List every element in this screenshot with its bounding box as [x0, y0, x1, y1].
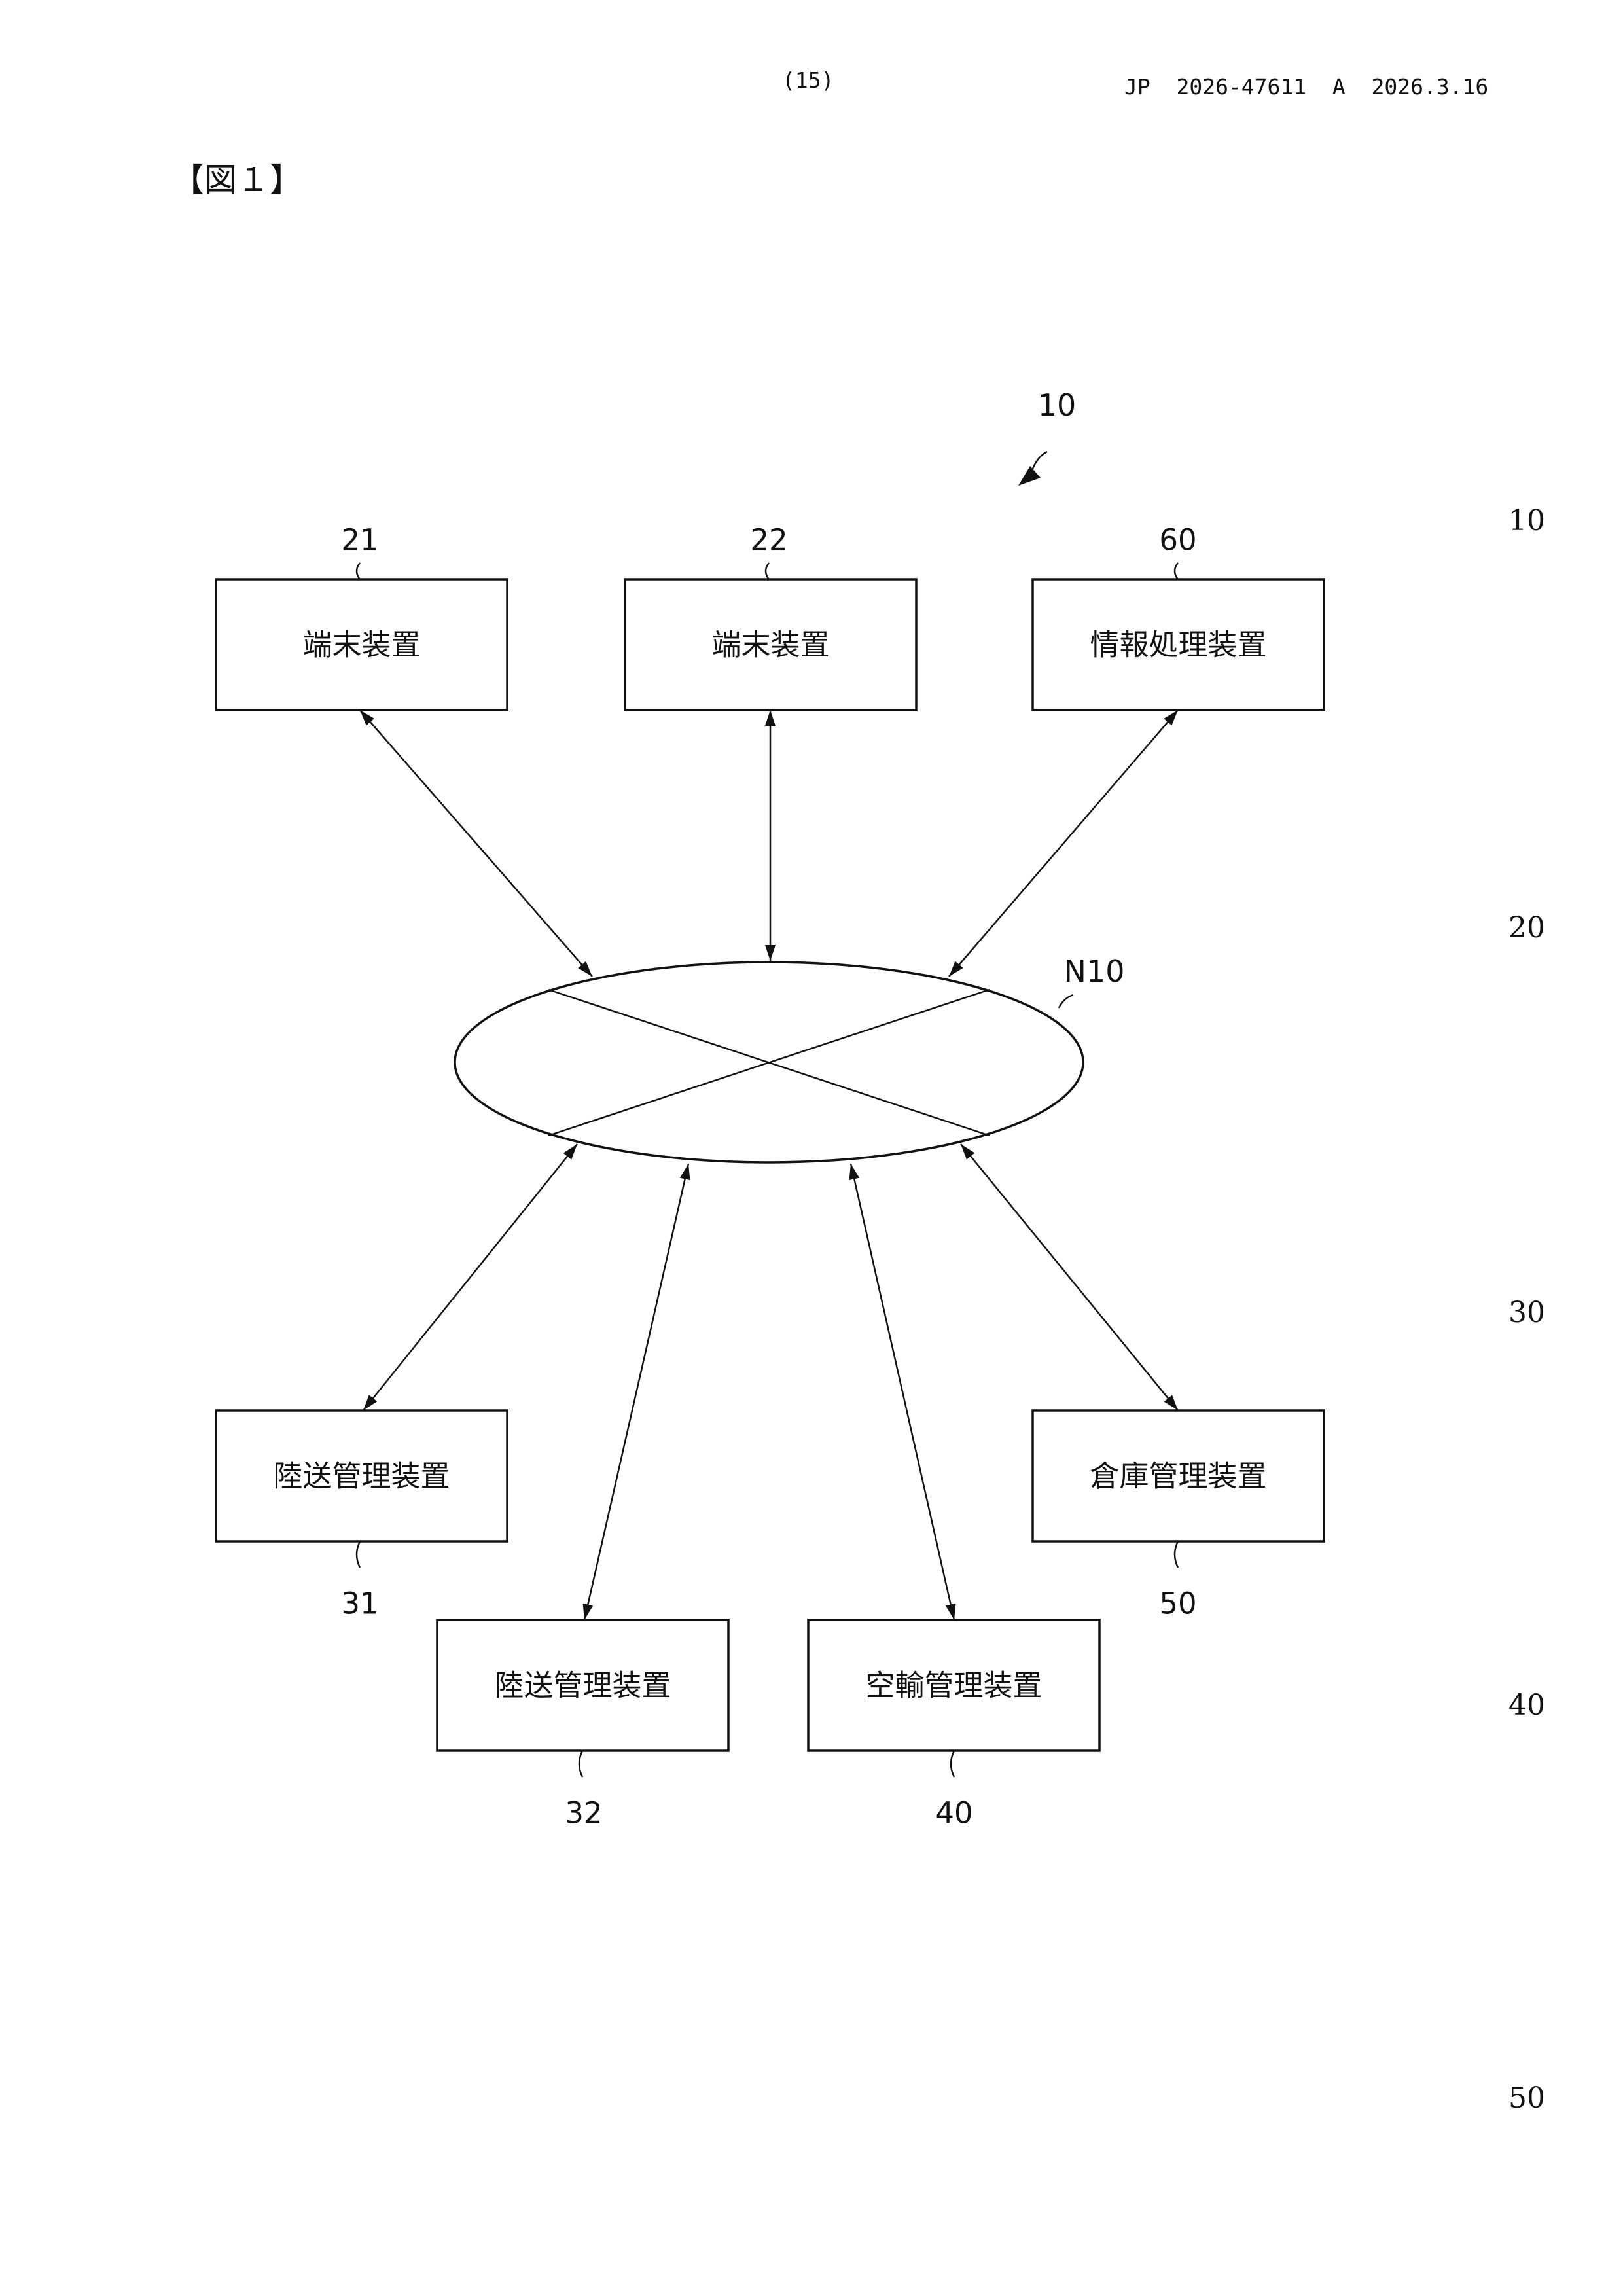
node-ref-label: 50 — [1159, 1587, 1196, 1621]
edge-arrowhead-network — [961, 1144, 974, 1160]
edge-line — [363, 1144, 577, 1410]
system-ref-label: 10 — [1038, 387, 1077, 423]
edge-terminal-21 — [360, 710, 592, 977]
edge-arrowhead-network — [765, 945, 776, 961]
node-warehouse-50: 倉庫管理装置 50 — [1033, 1410, 1324, 1621]
node-ref-leader — [1175, 1541, 1178, 1568]
node-terminal-21: 端末装置 21 — [216, 523, 507, 711]
edge-air-40 — [849, 1164, 956, 1620]
edge-arrowhead-node — [1164, 1395, 1178, 1410]
edge-arrowhead-network — [849, 1164, 860, 1180]
node-ref-label: 60 — [1159, 523, 1196, 558]
network-ref-label: N10 — [1064, 954, 1125, 989]
node-label: 陸送管理装置 — [273, 1459, 450, 1494]
edge-line — [360, 710, 592, 977]
edge-line — [851, 1164, 954, 1620]
edge-arrowhead-node — [363, 1395, 377, 1410]
node-ref-label: 32 — [565, 1796, 602, 1831]
node-land-31: 陸送管理装置 31 — [216, 1410, 507, 1621]
node-ref-leader — [951, 1751, 954, 1777]
system-ref-arrowhead — [1018, 466, 1041, 486]
edge-arrowhead-node — [765, 710, 776, 726]
node-ref-leader — [1175, 563, 1178, 579]
node-ref-leader — [357, 563, 360, 579]
node-land-32: 陸送管理装置 32 — [437, 1620, 728, 1831]
edge-arrowhead-node — [583, 1604, 594, 1620]
edge-line — [584, 1164, 688, 1620]
node-label: 陸送管理装置 — [494, 1668, 671, 1703]
edge-arrowhead-network — [680, 1164, 690, 1180]
network-ref-leader — [1059, 995, 1073, 1008]
edge-arrowhead-node — [946, 1604, 956, 1620]
node-label: 端末装置 — [302, 628, 420, 662]
network-node: N10 — [455, 954, 1124, 1162]
node-label: 空輸管理装置 — [865, 1668, 1042, 1703]
node-ref-label: 31 — [341, 1587, 378, 1621]
edge-warehouse-50 — [961, 1144, 1178, 1410]
edge-line — [961, 1144, 1178, 1410]
node-air-40: 空輸管理装置 40 — [808, 1620, 1099, 1831]
node-label: 倉庫管理装置 — [1090, 1459, 1266, 1494]
edge-terminal-22 — [765, 710, 776, 961]
node-ref-leader — [579, 1751, 582, 1777]
node-ref-leader — [357, 1541, 360, 1568]
edge-info-60 — [949, 710, 1178, 977]
node-ref-label: 22 — [750, 523, 787, 558]
node-label: 端末装置 — [711, 628, 829, 662]
edge-line — [949, 710, 1178, 977]
node-info-60: 情報処理装置 60 — [1033, 523, 1324, 711]
node-terminal-22: 端末装置 22 — [625, 523, 916, 711]
node-ref-leader — [766, 563, 769, 579]
node-label: 情報処理装置 — [1090, 628, 1266, 662]
node-ref-label: 21 — [341, 523, 378, 558]
edge-arrowhead-network — [563, 1144, 577, 1160]
node-ref-label: 40 — [935, 1796, 972, 1831]
edge-land-31 — [363, 1144, 577, 1410]
edge-land-32 — [583, 1164, 690, 1620]
